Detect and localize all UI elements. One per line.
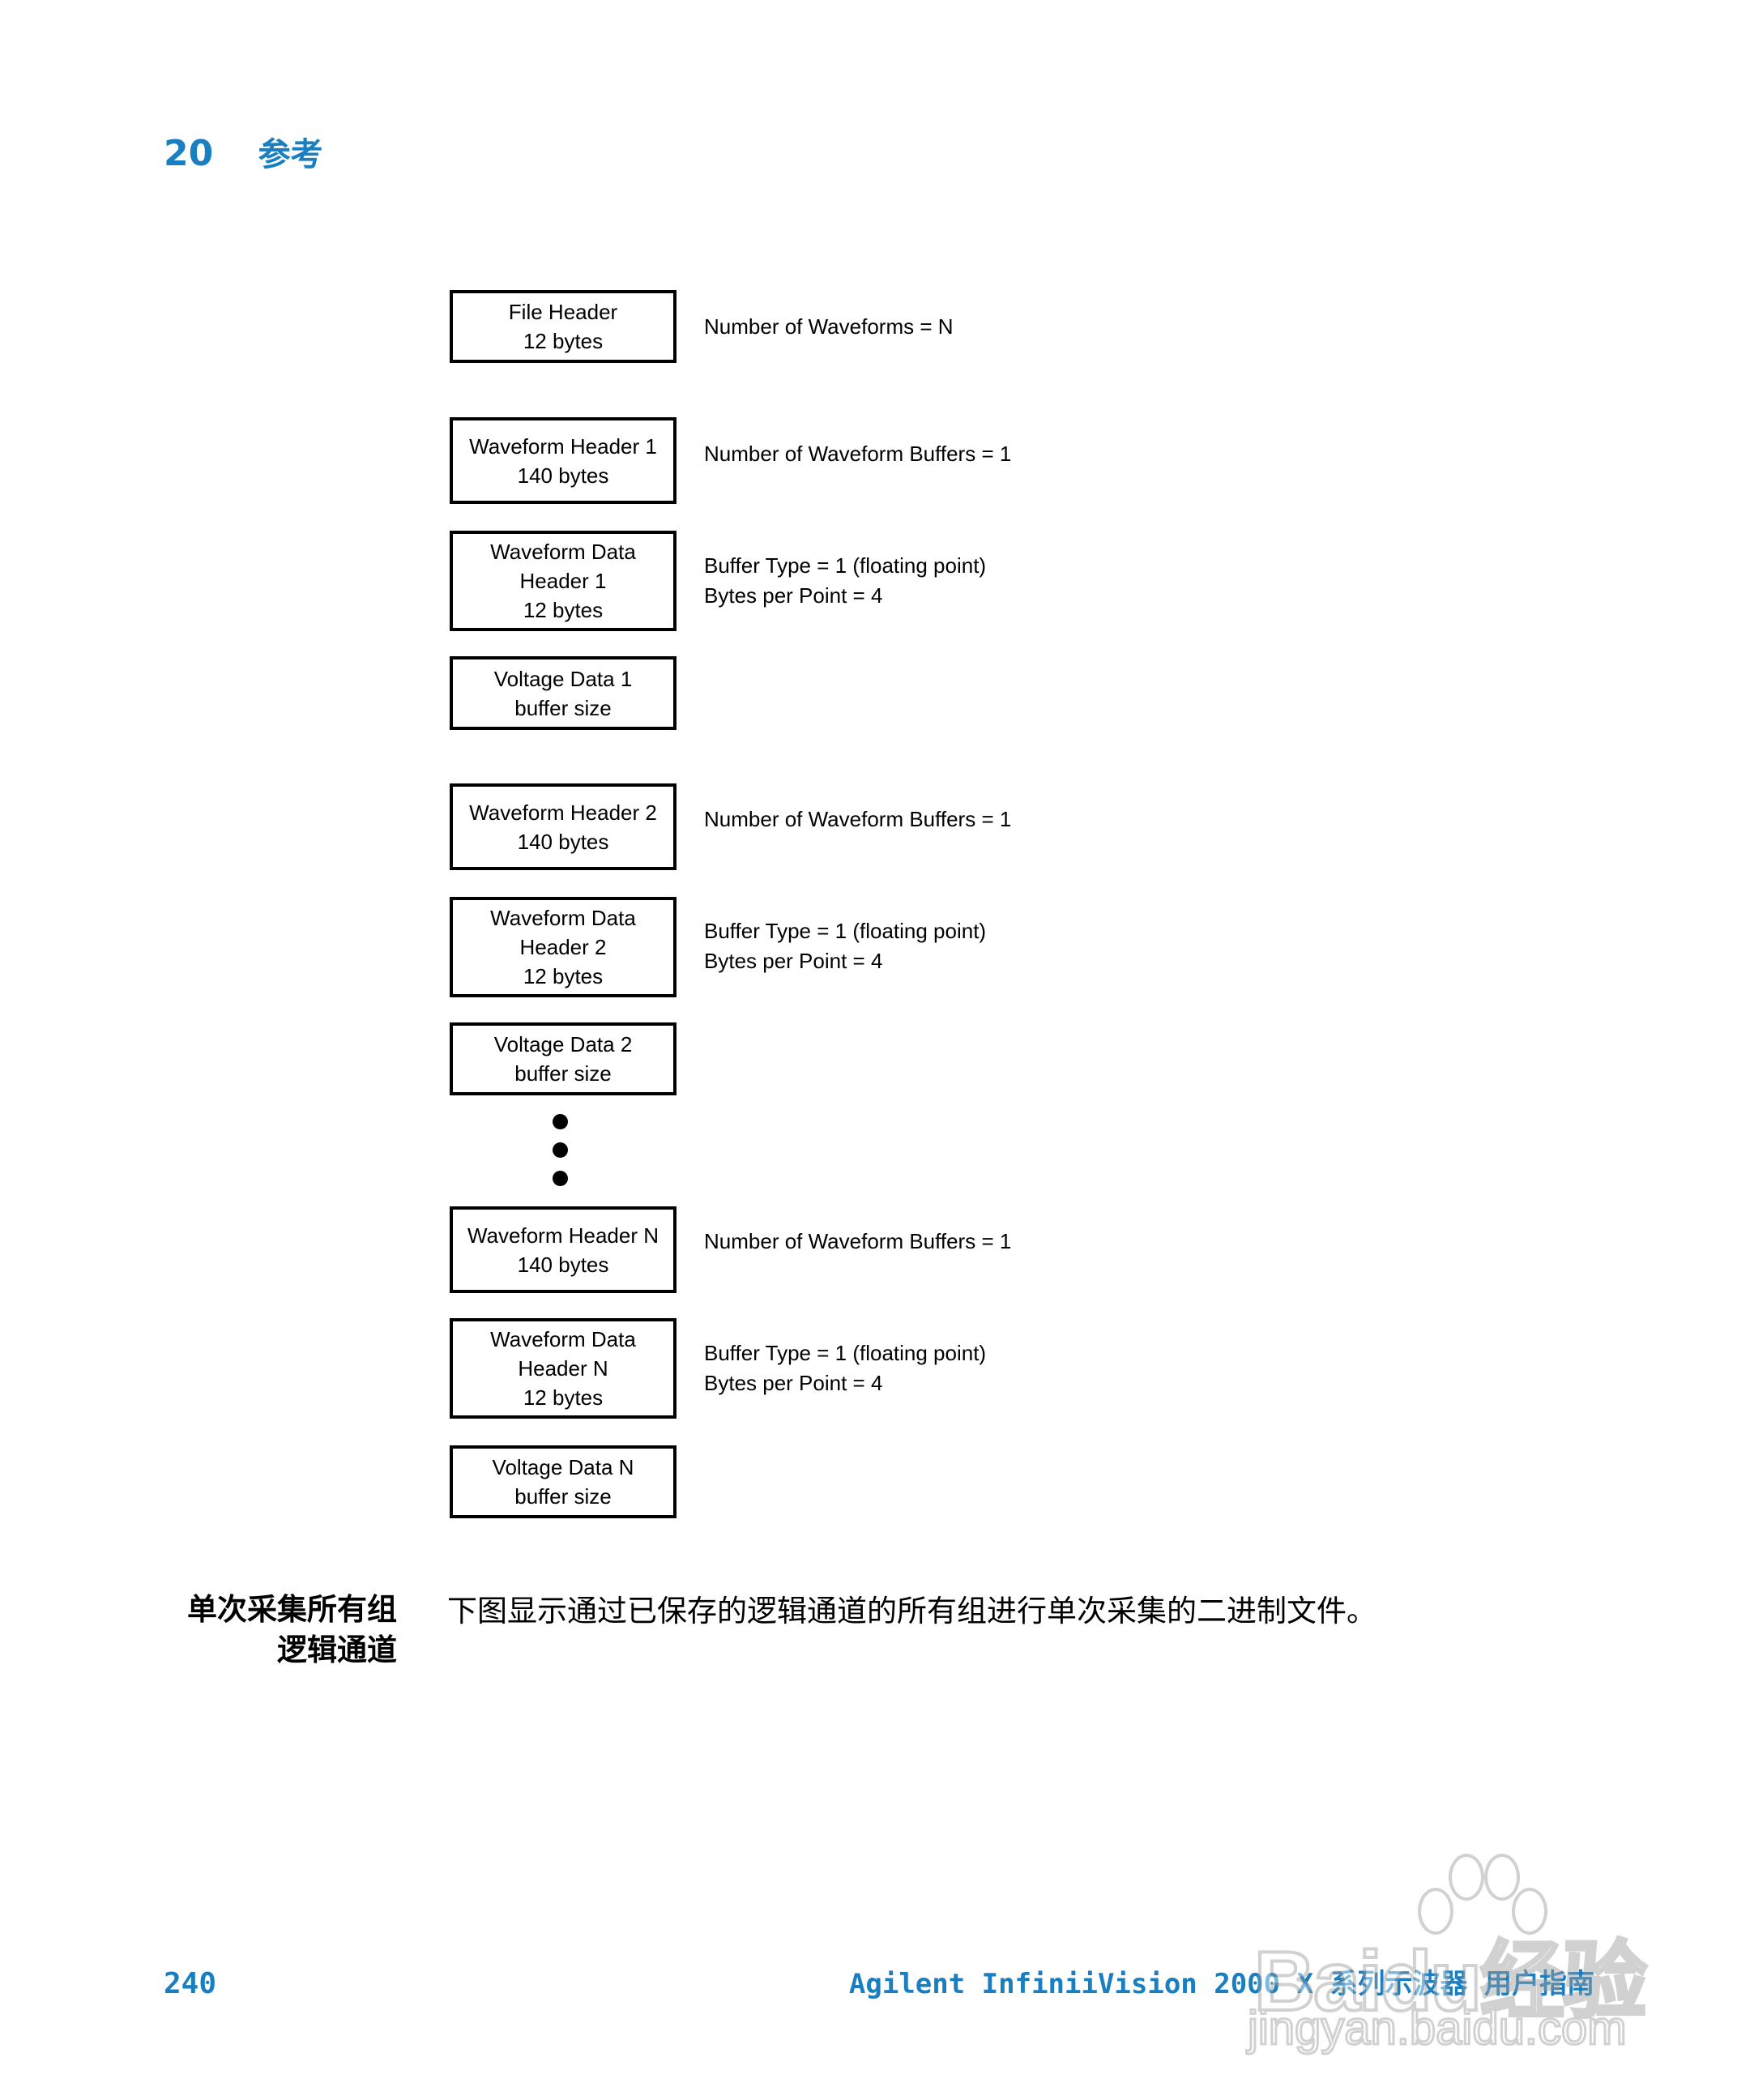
section-heading-line: 单次采集所有组: [187, 1592, 397, 1627]
box-label: Voltage Data N: [492, 1455, 634, 1479]
note-text: Number of Waveform Buffers = 1: [704, 442, 1012, 466]
box-size: 12 bytes: [523, 964, 604, 988]
box-label: Waveform Header 1: [469, 433, 657, 459]
page-number: 240: [164, 1967, 217, 2000]
note-text: Buffer Type = 1 (floating point): [704, 919, 987, 943]
box-voltage-data-2: Voltage Data 2 buffer size: [450, 1022, 677, 1095]
box-label: File Header: [508, 300, 618, 324]
box-waveform-header-1: Waveform Header 1 140 bytes: [450, 417, 677, 504]
note-text: Bytes per Point = 4: [704, 949, 883, 973]
box-label: Header 2: [519, 935, 607, 959]
box-size: buffer size: [514, 1484, 612, 1509]
ellipsis-dot-icon: [553, 1142, 568, 1158]
note-buffer-type-2: Buffer Type = 1 (floating point) Bytes p…: [704, 916, 986, 976]
note-waveform-buffers-1: Number of Waveform Buffers = 1: [704, 439, 1011, 469]
box-size: 12 bytes: [523, 598, 604, 622]
note-text: Bytes per Point = 4: [704, 1371, 883, 1395]
chapter-number: 20: [164, 133, 214, 174]
note-waveform-buffers-n: Number of Waveform Buffers = 1: [704, 1227, 1011, 1257]
box-label: Waveform Header 2: [469, 800, 657, 825]
section-heading-line: 逻辑通道: [277, 1633, 397, 1667]
note-text: Number of Waveform Buffers = 1: [704, 1229, 1012, 1253]
box-waveform-header-n: Waveform Header N 140 bytes: [450, 1206, 677, 1293]
section-heading: 单次采集所有组 逻辑通道: [187, 1590, 397, 1671]
box-size: 12 bytes: [523, 329, 604, 353]
note-text: Buffer Type = 1 (floating point): [704, 553, 987, 578]
box-voltage-data-n: Voltage Data N buffer size: [450, 1445, 677, 1518]
box-label: Voltage Data 2: [493, 1032, 633, 1056]
box-label: Waveform Header N: [467, 1223, 659, 1248]
note-text: Bytes per Point = 4: [704, 583, 883, 608]
note-waveform-buffers-2: Number of Waveform Buffers = 1: [704, 805, 1011, 834]
box-size: 140 bytes: [517, 829, 609, 854]
box-size: 140 bytes: [517, 463, 609, 488]
note-buffer-type-1: Buffer Type = 1 (floating point) Bytes p…: [704, 551, 986, 611]
chapter-heading: 20 参考: [164, 130, 323, 179]
box-size: buffer size: [514, 695, 612, 720]
box-voltage-data-1: Voltage Data 1 buffer size: [450, 656, 677, 730]
box-label: Header N: [518, 1356, 608, 1381]
paw-logo-icon: [1410, 1847, 1547, 1944]
manual-title: Agilent InfiniiVision 2000 X 系列示波器 用户指南: [848, 1968, 1594, 2000]
chapter-title: 参考: [258, 136, 323, 173]
box-label: Waveform Data: [490, 906, 636, 930]
box-waveform-data-header-2: Waveform Data Header 2 12 bytes: [450, 897, 677, 997]
box-size: 12 bytes: [523, 1385, 604, 1410]
box-size: 140 bytes: [517, 1252, 609, 1277]
baidu-watermark: Baidu经验 jingyan.baidu.com: [1247, 1847, 1669, 2058]
section-body-text: 下图显示通过已保存的逻辑通道的所有组进行单次采集的二进制文件。: [447, 1594, 1377, 1628]
box-size: buffer size: [514, 1061, 612, 1086]
box-waveform-header-2: Waveform Header 2 140 bytes: [450, 783, 677, 870]
box-waveform-data-header-n: Waveform Data Header N 12 bytes: [450, 1318, 677, 1419]
ellipsis-dot-icon: [553, 1114, 568, 1129]
box-label: Waveform Data: [490, 1327, 636, 1351]
box-label: Header 1: [519, 569, 607, 593]
box-label: Waveform Data: [490, 540, 636, 564]
note-text: Number of Waveform Buffers = 1: [704, 807, 1012, 831]
note-number-of-waveforms: Number of Waveforms = N: [704, 312, 954, 342]
note-text: Buffer Type = 1 (floating point): [704, 1341, 987, 1365]
box-label: Voltage Data 1: [493, 666, 633, 691]
ellipsis-dot-icon: [553, 1171, 568, 1186]
box-waveform-data-header-1: Waveform Data Header 1 12 bytes: [450, 531, 677, 631]
watermark-url: jingyan.baidu.com: [1247, 2001, 1628, 2056]
note-text: Number of Waveforms = N: [704, 314, 954, 339]
box-file-header: File Header 12 bytes: [450, 290, 677, 363]
note-buffer-type-n: Buffer Type = 1 (floating point) Bytes p…: [704, 1338, 986, 1398]
